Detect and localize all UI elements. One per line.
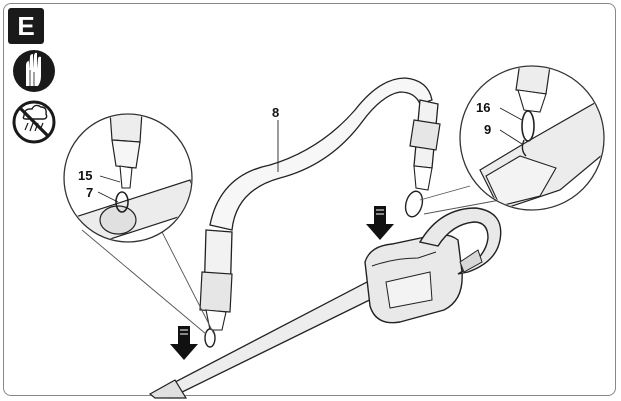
step-letter-badge: E (8, 8, 44, 44)
callout-snap-hook-right: 16 (476, 100, 491, 115)
protective-gloves-icon (13, 50, 55, 92)
no-rain-icon (12, 100, 56, 144)
callout-snap-hook-left: 15 (78, 168, 93, 183)
down-arrow-left (170, 326, 198, 360)
down-arrow-right (366, 206, 394, 240)
callout-eyelet-left: 7 (86, 185, 94, 200)
shoulder-strap (199, 77, 441, 348)
detail-view-right (419, 65, 605, 215)
callout-strap: 8 (272, 105, 280, 120)
callout-eyelet-right: 9 (484, 122, 492, 137)
detail-view-left (63, 113, 215, 335)
figure-frame (3, 3, 616, 396)
trimmer-motor-head (364, 207, 502, 324)
